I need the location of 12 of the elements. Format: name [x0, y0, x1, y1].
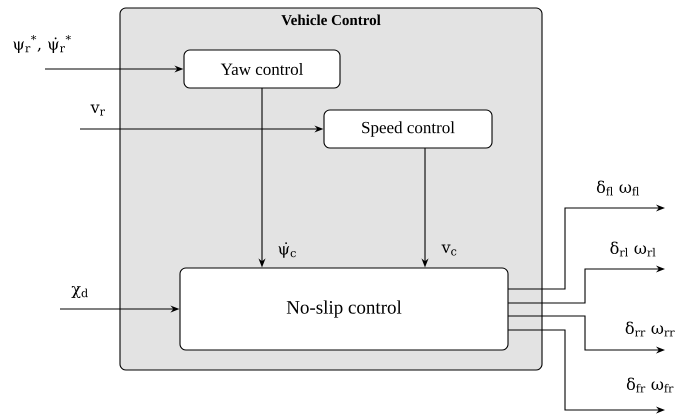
control-box: Speed control: [323, 109, 493, 149]
edge-label: δ$_{fl}$ ω$_{fl}$: [596, 180, 640, 196]
edge-label: v$_{c}$: [442, 244, 456, 256]
edge-label: v$_{r}$: [90, 104, 105, 116]
edge-label: δ$_{fr}$ ω$_{fr}$: [626, 378, 674, 392]
edge-label: χ$_{d}$: [72, 286, 88, 298]
edge-label: ψ̇$_{c}$: [278, 242, 296, 258]
edge-label: δ$_{rr}$ ω$_{rr}$: [626, 322, 675, 336]
edge-label: ψ$_{r}$$^{*}$, ψ̇$_{r}$*: [13, 35, 71, 53]
edge-label: δ$_{rl}$ ω$_{rl}$: [610, 242, 656, 256]
control-box: Yaw control: [183, 49, 341, 89]
control-box: No-slip control: [179, 267, 509, 351]
